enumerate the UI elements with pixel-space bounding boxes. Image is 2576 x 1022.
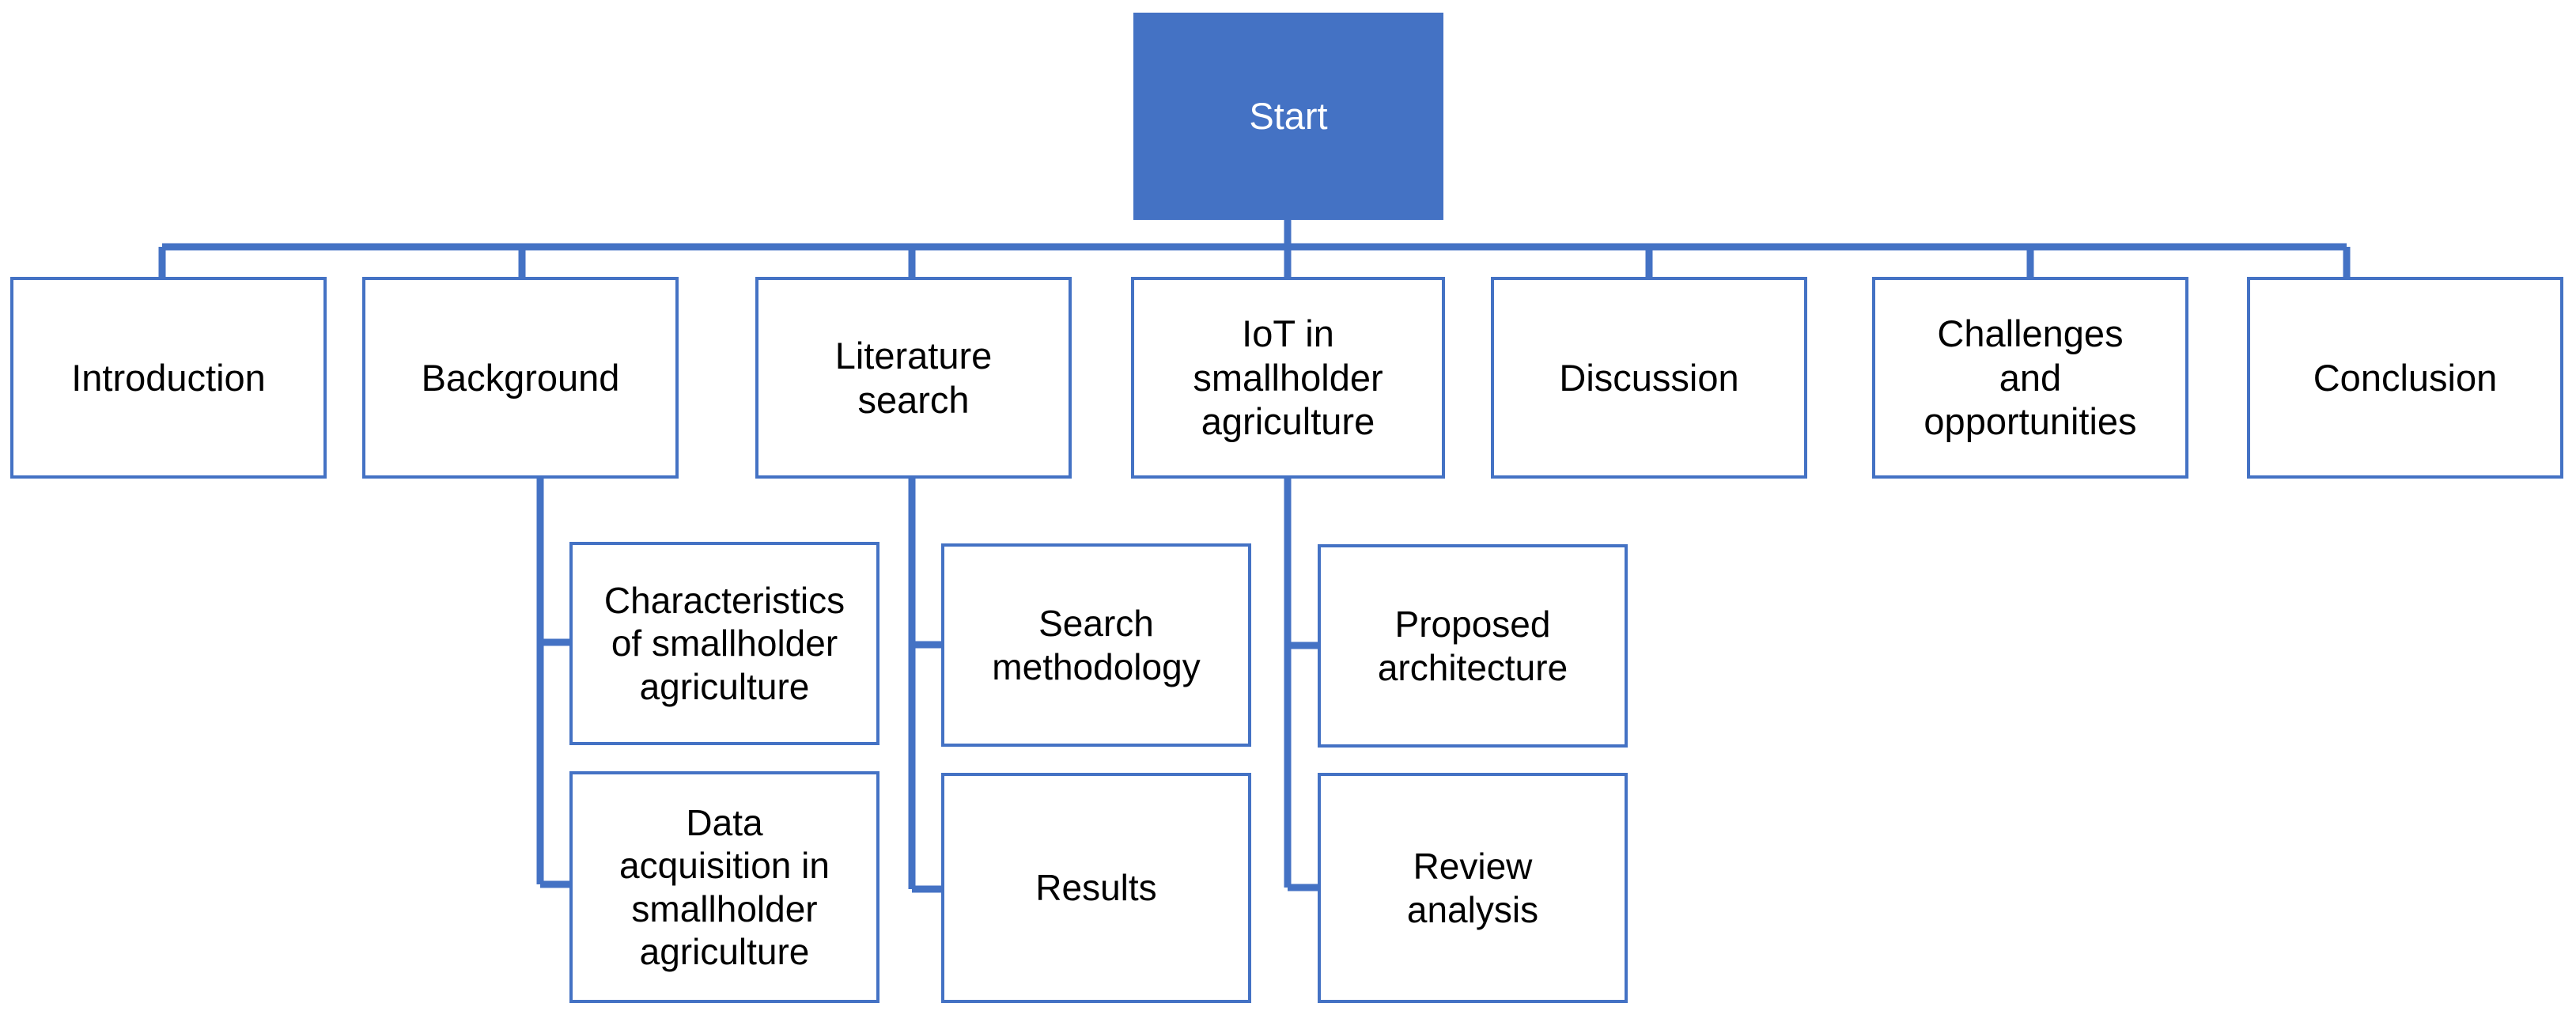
- node-conclusion[interactable]: Conclusion: [2247, 277, 2563, 479]
- node-discussion[interactable]: Discussion: [1491, 277, 1807, 479]
- node-data-acquisition-in-smallholder-agriculture[interactable]: Data acquisition in smallholder agricult…: [569, 771, 879, 1003]
- node-characteristics-of-smallholder-agriculture[interactable]: Characteristics of smallholder agricultu…: [569, 542, 879, 745]
- node-introduction[interactable]: Introduction: [10, 277, 327, 479]
- node-search-methodology[interactable]: Search methodology: [941, 543, 1251, 747]
- node-proposed-architecture[interactable]: Proposed architecture: [1318, 544, 1628, 748]
- node-start[interactable]: Start: [1133, 13, 1443, 220]
- node-results[interactable]: Results: [941, 773, 1251, 1003]
- node-background[interactable]: Background: [362, 277, 679, 479]
- node-challenges-and-opportunities[interactable]: Challenges and opportunities: [1872, 277, 2188, 479]
- node-review-analysis[interactable]: Review analysis: [1318, 773, 1628, 1003]
- node-iot-in-smallholder-agriculture[interactable]: IoT in smallholder agriculture: [1131, 277, 1445, 479]
- node-literature-search[interactable]: Literature search: [755, 277, 1072, 479]
